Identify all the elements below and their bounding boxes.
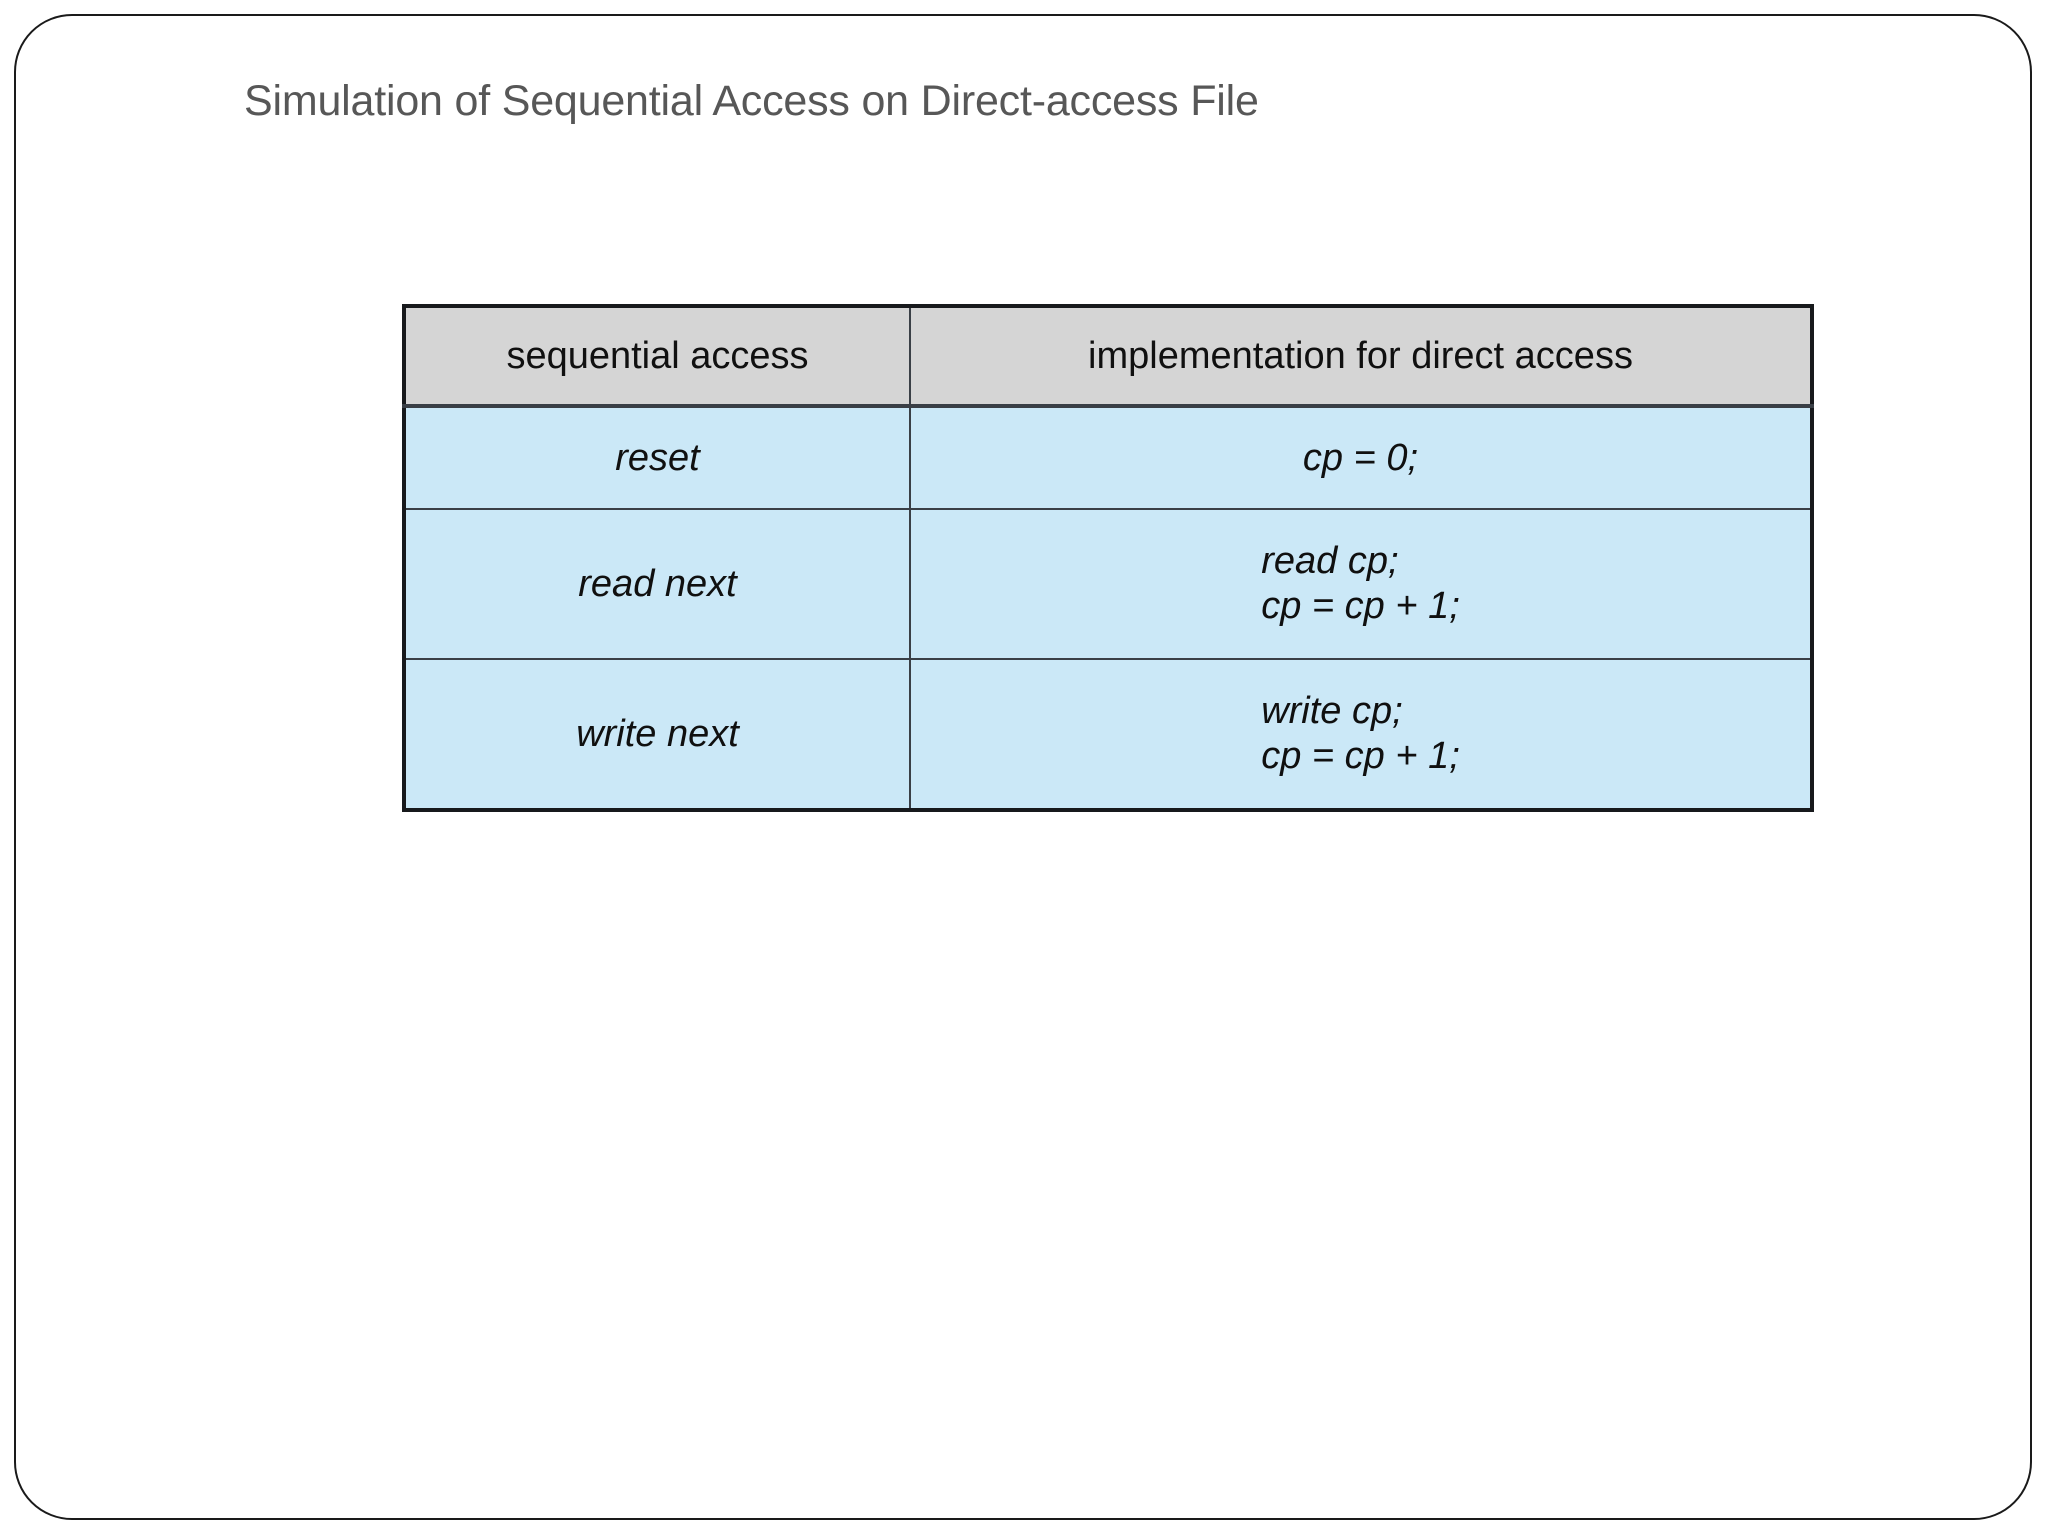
slide-canvas: Simulation of Sequential Access on Direc…: [14, 14, 2032, 1520]
column-header-implementation: implementation for direct access: [909, 304, 1814, 408]
cell-implementation-reset: cp = 0;: [909, 405, 1814, 510]
cell-sequential-access-write-next: write next: [402, 658, 911, 812]
cell-implementation-read-next: read cp; cp = cp + 1;: [909, 508, 1814, 660]
table-row: read next read cp; cp = cp + 1;: [402, 508, 1814, 660]
code-block: cp = 0;: [1303, 436, 1418, 481]
code-line: write cp;: [1261, 690, 1403, 733]
code-line: cp = cp + 1;: [1261, 735, 1460, 777]
table-row: reset cp = 0;: [402, 405, 1814, 510]
cell-sequential-access-read-next: read next: [402, 508, 911, 660]
table-body: reset cp = 0; read next read cp; cp = cp…: [402, 405, 1814, 812]
table-header-row: sequential access implementation for dir…: [402, 304, 1814, 408]
table-header: sequential access implementation for dir…: [402, 304, 1814, 408]
sequential-access-table: sequential access implementation for dir…: [402, 304, 1814, 812]
cell-sequential-access-reset: reset: [402, 405, 911, 510]
page-title: Simulation of Sequential Access on Direc…: [244, 77, 1259, 125]
code-line: cp = cp + 1;: [1261, 585, 1460, 627]
code-line: cp = 0;: [1302, 436, 1419, 479]
access-table-container: sequential access implementation for dir…: [402, 304, 1814, 812]
code-line: read cp;: [1261, 540, 1399, 583]
column-header-sequential-access: sequential access: [402, 304, 911, 408]
table-row: write next write cp; cp = cp + 1;: [402, 658, 1814, 812]
code-block: write cp; cp = cp + 1;: [1261, 689, 1460, 779]
code-block: read cp; cp = cp + 1;: [1261, 539, 1460, 629]
cell-implementation-write-next: write cp; cp = cp + 1;: [909, 658, 1814, 812]
